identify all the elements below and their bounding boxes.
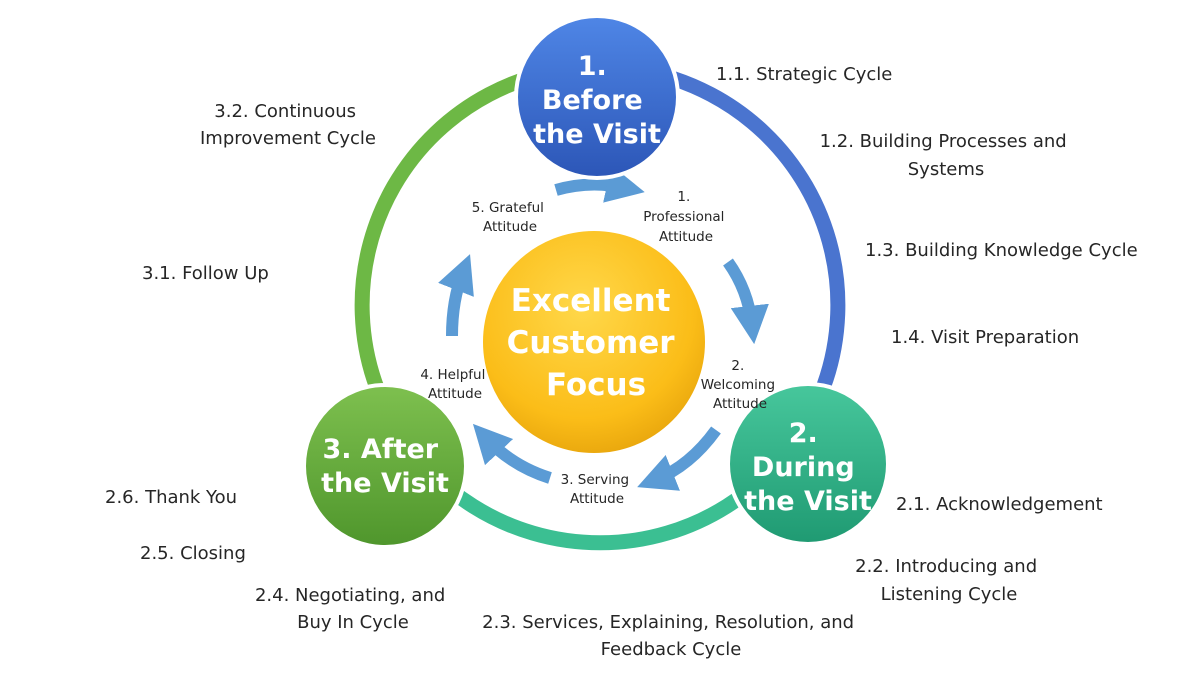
stage-title-line: 2. [789,418,818,449]
outer-label-2-4: 2.4. Negotiating, and Buy In Cycle [255,585,451,633]
arrow-professional-to-welcoming [723,258,769,345]
outer-label-2-2: 2.2. Introducing and Listening Cycle [855,556,1043,605]
outer-label-1-3: 1.3. Building Knowledge Cycle [865,240,1138,261]
stage-title-line: the Visit [744,486,872,517]
center-title: Excellent Customer Focus [507,283,686,403]
arrow-helpful-to-grateful [438,254,474,337]
stage-during-title: 2. During the Visit [744,418,872,517]
stage-node-before: 1. Before the Visit [514,14,680,180]
center-title-line: Focus [546,367,646,403]
center-node: Excellent Customer Focus [479,227,709,457]
stage-title-line: the Visit [533,119,661,150]
outer-label-3-1: 3.1. Follow Up [142,263,269,284]
outer-labels: 1.1. Strategic Cycle 1.2. Building Proce… [105,64,1138,660]
attitude-labels: 1. Professional Attitude 2. Welcoming At… [420,189,780,507]
center-title-line: Excellent [511,283,671,319]
stage-before-title: 1. Before the Visit [533,51,661,150]
attitude-welcoming-label: 2. Welcoming Attitude [701,358,780,412]
outer-label-2-3: 2.3. Services, Explaining, Resolution, a… [482,612,860,660]
stage-node-during: 2. During the Visit [726,382,890,546]
arrow-welcoming-to-serving [637,426,721,491]
arrow-serving-to-helpful [472,423,552,484]
outer-label-1-2: 1.2. Building Processes and Systems [820,131,1073,180]
stage-title-line: During [752,452,855,483]
stage-title-line: the Visit [321,468,449,499]
inner-cycle-arrows [438,165,769,491]
arrow-grateful-to-professional [554,165,645,203]
center-title-line: Customer [507,325,676,361]
stage-title-line: Before [542,85,643,116]
outer-label-1-1: 1.1. Strategic Cycle [716,64,892,85]
stage-title-line: 1. [578,51,607,82]
stage-node-after: 3. After the Visit [302,383,468,549]
outer-label-2-6: 2.6. Thank You [105,487,237,508]
outer-label-2-1: 2.1. Acknowledgement [896,494,1103,515]
stage-after-title: 3. After the Visit [321,434,449,499]
stage-title-line: 3. After [322,434,438,465]
attitude-grateful-label: 5. Grateful Attitude [472,200,548,235]
outer-label-1-4: 1.4. Visit Preparation [891,327,1079,348]
outer-label-3-2: 3.2. Continuous Improvement Cycle [200,101,376,149]
attitude-professional-label: 1. Professional Attitude [643,189,728,245]
outer-label-2-5: 2.5. Closing [140,543,246,564]
attitude-serving-label: 3. Serving Attitude [561,472,634,507]
attitude-helpful-label: 4. Helpful Attitude [420,367,489,402]
